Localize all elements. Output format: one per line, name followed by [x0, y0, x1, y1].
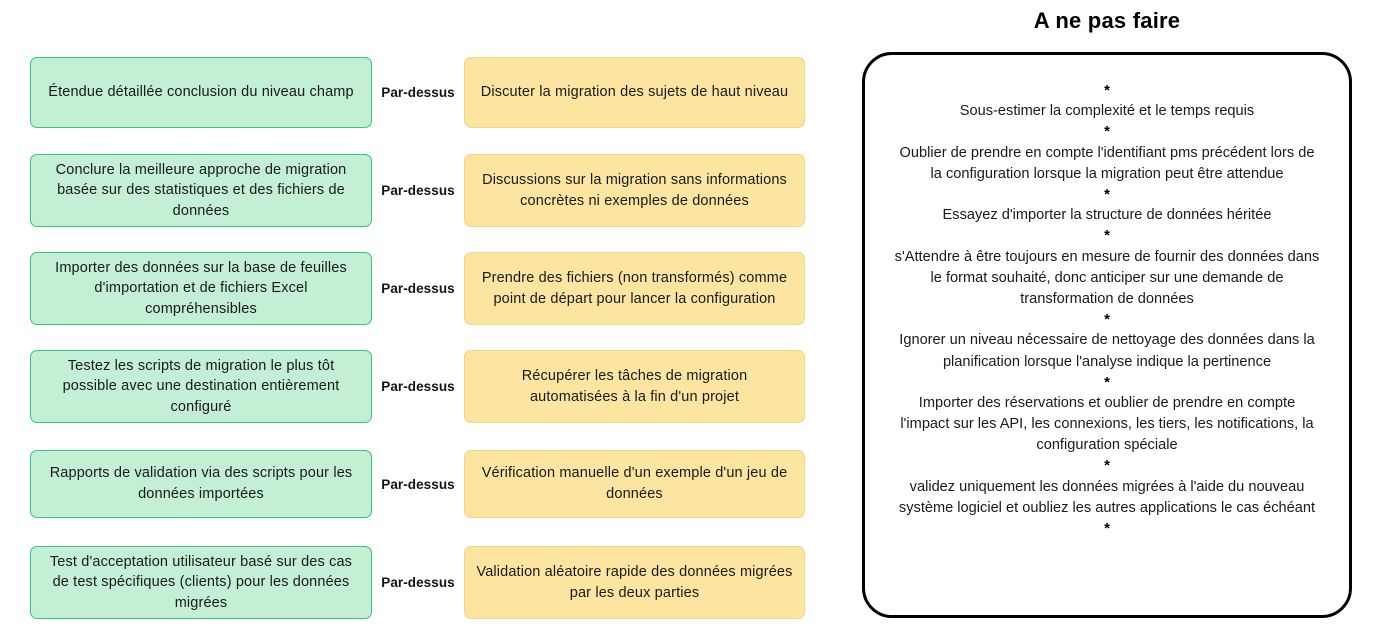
bullet-star-icon: * — [1104, 457, 1110, 475]
good-practice-card[interactable]: Rapports de validation via des scripts p… — [30, 450, 372, 518]
dont-list-item: Importer des réservations et oublier de … — [900, 394, 1314, 454]
comparison-row: Test d'acceptation utilisateur basé sur … — [0, 546, 830, 619]
bullet-star-icon: * — [1104, 311, 1110, 329]
dont-panel-title: A ne pas faire — [1033, 8, 1181, 33]
bad-practice-card[interactable]: Vérification manuelle d'un exemple d'un … — [464, 450, 805, 518]
connector-label: Par-dessus — [381, 183, 455, 198]
bad-practice-card[interactable]: Discuter la migration des sujets de haut… — [464, 57, 805, 128]
dont-list-item: Ignorer un niveau nécessaire de nettoyag… — [899, 332, 1315, 370]
bullet-star-icon: * — [1104, 82, 1110, 99]
dont-list: * Sous-estimer la complexité et le temps … — [865, 55, 1349, 549]
dont-list-item: validez uniquement les données migrées à… — [898, 478, 1316, 516]
connector-label: Par-dessus — [381, 379, 455, 394]
good-practice-card[interactable]: Conclure la meilleure approche de migrat… — [30, 154, 372, 227]
bullet-star-icon: * — [1104, 227, 1110, 245]
comparison-row: Conclure la meilleure approche de migrat… — [0, 154, 830, 227]
bullet-star-icon: * — [1104, 185, 1110, 203]
good-practice-card[interactable]: Testez les scripts de migration le plus … — [30, 350, 372, 423]
good-practice-card[interactable]: Importer des données sur la base de feui… — [30, 252, 372, 325]
good-practice-card[interactable]: Test d'acceptation utilisateur basé sur … — [30, 546, 372, 619]
dont-panel: * Sous-estimer la complexité et le temps … — [862, 52, 1352, 618]
comparison-row: Testez les scripts de migration le plus … — [0, 350, 830, 423]
bullet-star-icon: * — [1104, 373, 1110, 391]
bad-practice-card[interactable]: Récupérer les tâches de migration automa… — [464, 350, 805, 423]
comparison-row: Rapports de validation via des scripts p… — [0, 450, 830, 518]
connector-label: Par-dessus — [381, 575, 455, 590]
connector-label: Par-dessus — [381, 281, 455, 296]
dont-list-item: s'Attendre à être toujours en mesure de … — [894, 248, 1320, 307]
dont-list-item: Sous-estimer la complexité et le temps r… — [959, 103, 1255, 120]
bad-practice-card[interactable]: Validation aléatoire rapide des données … — [464, 546, 805, 619]
bad-practice-card[interactable]: Discussions sur la migration sans inform… — [464, 154, 805, 227]
bullet-star-icon: * — [1104, 519, 1110, 537]
do-vs-dont-comparison-grid: Étendue détaillée conclusion du niveau c… — [0, 57, 830, 619]
bad-practice-card[interactable]: Prendre des fichiers (non transformés) c… — [464, 252, 805, 325]
bullet-star-icon: * — [1104, 123, 1110, 141]
good-practice-card[interactable]: Étendue détaillée conclusion du niveau c… — [30, 57, 372, 128]
dont-list-item: Essayez d'importer la structure de donné… — [942, 207, 1272, 224]
comparison-row: Importer des données sur la base de feui… — [0, 252, 830, 325]
connector-label: Par-dessus — [381, 476, 455, 492]
connector-label: Par-dessus — [381, 85, 455, 100]
dont-list-item: Oublier de prendre en compte l'identifia… — [899, 144, 1315, 182]
comparison-row: Étendue détaillée conclusion du niveau c… — [0, 57, 830, 128]
